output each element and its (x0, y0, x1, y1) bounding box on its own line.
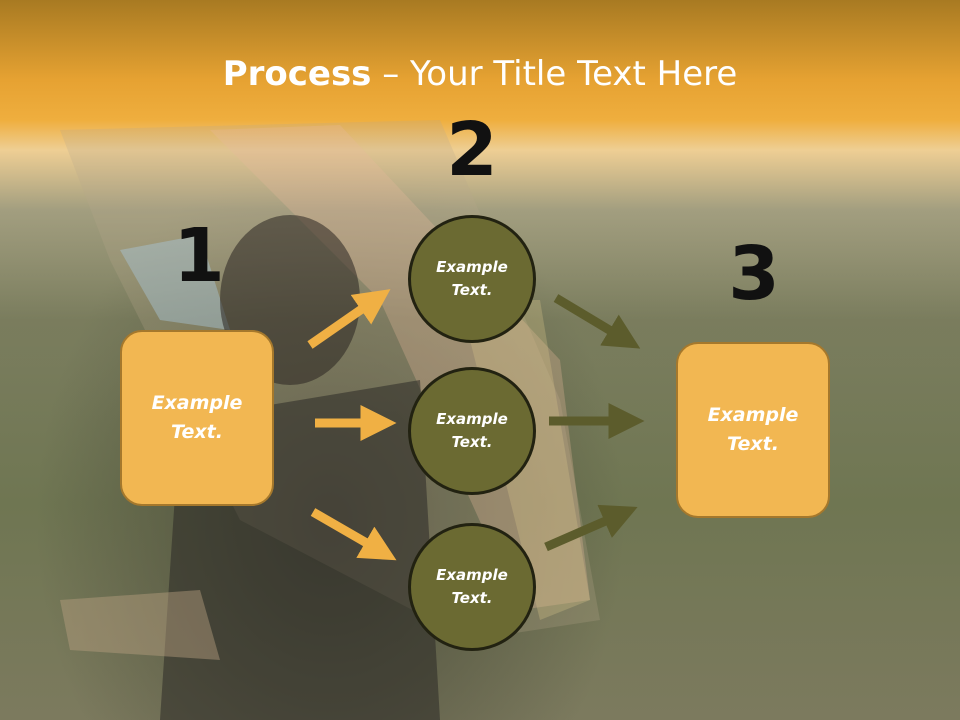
arrow-circle-1-to-right (553, 294, 641, 349)
arrow-left-to-circle-3 (310, 508, 397, 561)
circle-1: Example Text. (408, 215, 536, 343)
circle-2: Example Text. (408, 367, 536, 495)
left-box-label: Example Text. (151, 392, 243, 443)
step-number-2: 2 (446, 107, 498, 193)
step-number-1: 1 (173, 213, 225, 299)
arrow-circle-3-to-right (544, 504, 638, 552)
circle-1-label: Example Text. (436, 258, 508, 299)
left-box: Example Text. (120, 330, 274, 506)
title-rest: – Your Title Text Here (371, 54, 738, 94)
arrow-left-to-circle-1 (307, 289, 391, 349)
circle-3-label: Example Text. (436, 566, 508, 607)
right-box: Example Text. (676, 342, 830, 518)
slide-title: Process – Your Title Text Here (0, 52, 960, 96)
step-number-3: 3 (728, 231, 780, 317)
circle-2-label: Example Text. (436, 410, 508, 451)
right-box-label: Example Text. (707, 404, 799, 455)
title-bold: Process (222, 54, 372, 94)
circle-3: Example Text. (408, 523, 536, 651)
